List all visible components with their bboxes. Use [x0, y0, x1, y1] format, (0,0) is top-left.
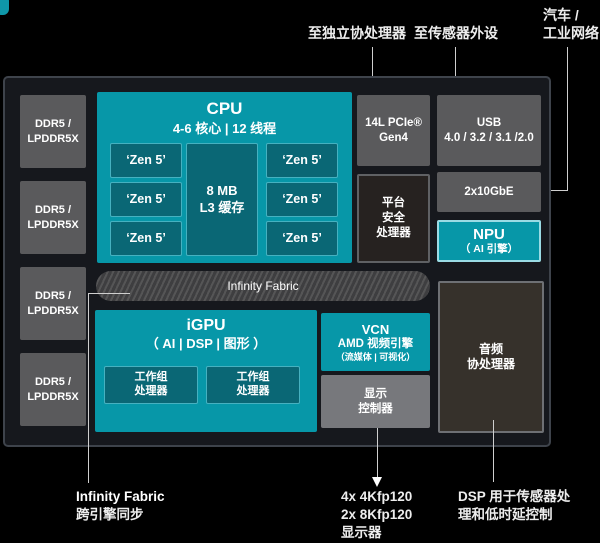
audio-label-line2: 协处理器 [466, 357, 515, 371]
display-arrowhead-icon [372, 477, 382, 487]
annotation-fabric-line1: Infinity Fabric [76, 489, 165, 504]
annotation-auto-industrial-network: 汽车 / 工业网络 [543, 6, 599, 42]
platform-security-processor-block: 平台 安全 处理器 [357, 174, 430, 263]
igpu-subtitle: （ AI | DSP | 图形 ） [145, 336, 267, 351]
memory-block-3: DDR5 / LPDDR5X [20, 267, 86, 340]
audio-coprocessor-block: 音频 协处理器 [438, 281, 544, 433]
workgroup-processor-1: 工作组 处理器 [104, 366, 198, 404]
memory-label-line2: LPDDR5X [27, 218, 79, 231]
zen5-core-label: ‘Zen 5’ [282, 191, 322, 206]
infinity-fabric-bar: Infinity Fabric [96, 271, 430, 301]
zen5-core-label: ‘Zen 5’ [126, 230, 166, 245]
display-arrow-line [377, 428, 378, 478]
zen5-core-label: ‘Zen 5’ [282, 230, 322, 245]
connector-sensor-line [455, 47, 456, 103]
cpu-title: CPU [206, 99, 243, 118]
memory-label-line1: DDR5 / [34, 290, 72, 303]
zen5-core-label: ‘Zen 5’ [282, 152, 322, 167]
annotation-infinity-fabric: Infinity Fabric 跨引擎同步 [76, 488, 165, 524]
annotation-fabric-line2: 跨引擎同步 [76, 507, 144, 522]
memory-label-line2: LPDDR5X [27, 132, 79, 145]
display-controller-block: 显示 控制器 [321, 375, 430, 428]
memory-label-line2: LPDDR5X [27, 390, 79, 403]
psp-label-line1: 平台 [382, 197, 405, 210]
annotation-display-line3: 显示器 [341, 525, 382, 540]
l3-cache-block: 8 MB L3 缓存 [186, 143, 258, 256]
psp-label-line2: 安全 [382, 212, 405, 225]
psp-label-line3: 处理器 [376, 226, 411, 239]
zen5-core-1: ‘Zen 5’ [110, 143, 182, 178]
vcn-subtitle: AMD 视频引擎 [337, 337, 414, 350]
annotation-network-line1: 汽车 / [543, 7, 579, 23]
memory-label-line1: DDR5 / [34, 204, 72, 217]
memory-block-1: DDR5 / LPDDR5X [20, 95, 86, 168]
connector-network-line-vertical [567, 47, 568, 190]
wgp-label-line2: 处理器 [134, 385, 168, 397]
usb-label-line2: 4.0 / 3.2 / 3.1 /2.0 [444, 131, 534, 144]
dsp-annotation-line [493, 420, 494, 482]
wgp-label-line1: 工作组 [236, 371, 270, 384]
display-label-line2: 控制器 [358, 402, 393, 415]
memory-label-line1: DDR5 / [34, 376, 72, 389]
annotation-dsp: DSP 用于传感器处 理和低时延控制 [458, 488, 570, 524]
zen5-core-label: ‘Zen 5’ [126, 152, 166, 167]
memory-label-line1: DDR5 / [34, 118, 72, 131]
pcie-label-line1: 14L PCIe® [365, 116, 422, 129]
zen5-core-5: ‘Zen 5’ [266, 182, 338, 217]
usb-block: USB 4.0 / 3.2 / 3.1 /2.0 [437, 95, 541, 166]
annotation-dsp-line1: DSP 用于传感器处 [458, 489, 571, 504]
npu-subtitle: （ AI 引擎） [459, 243, 519, 255]
usb-label-line1: USB [476, 116, 502, 129]
annotation-display-outputs: 4x 4Kfp120 2x 8Kfp120 显示器 [341, 488, 412, 542]
gbe-label: 2x10GbE [464, 185, 514, 198]
annotation-display-line2: 2x 8Kfp120 [341, 507, 413, 522]
npu-title: NPU [473, 226, 505, 243]
connector-network-line-horizontal [541, 190, 568, 191]
logo-fragment [0, 0, 9, 15]
audio-label-line1: 音频 [478, 341, 503, 356]
zen5-core-4: ‘Zen 5’ [266, 143, 338, 178]
vcn-title: VCN [361, 321, 390, 337]
fabric-annotation-line-vertical [88, 293, 89, 483]
memory-block-2: DDR5 / LPDDR5X [20, 181, 86, 254]
memory-label-line2: LPDDR5X [27, 304, 79, 317]
display-label-line1: 显示 [364, 387, 387, 400]
zen5-core-3: ‘Zen 5’ [110, 221, 182, 256]
vcn-block: VCN AMD 视频引擎 （流媒体 | 可视化） [321, 313, 430, 371]
connector-coprocessor-line [372, 47, 373, 103]
pcie-label-line2: Gen4 [379, 131, 408, 144]
vcn-caption: （流媒体 | 可视化） [335, 351, 416, 362]
infinity-fabric-label: Infinity Fabric [227, 279, 299, 293]
igpu-title: iGPU [186, 317, 226, 334]
annotation-dsp-line2: 理和低时延控制 [458, 507, 553, 522]
cpu-subtitle: 4-6 核心 | 12 线程 [172, 121, 277, 136]
annotation-to-coprocessor: 至独立协处理器 [308, 25, 406, 41]
fabric-annotation-line-horizontal [88, 293, 130, 294]
zen5-core-6: ‘Zen 5’ [266, 221, 338, 256]
annotation-display-line1: 4x 4Kfp120 [341, 489, 413, 504]
pcie-block: 14L PCIe® Gen4 [357, 95, 430, 166]
annotation-network-line2: 工业网络 [543, 25, 599, 41]
zen5-core-label: ‘Zen 5’ [126, 191, 166, 206]
l3-cache-line1: 8 MB [206, 183, 238, 199]
annotation-to-sensor-peripherals: 至传感器外设 [414, 25, 498, 41]
workgroup-processor-2: 工作组 处理器 [206, 366, 300, 404]
l3-cache-line2: L3 缓存 [199, 199, 245, 215]
memory-block-4: DDR5 / LPDDR5X [20, 353, 86, 426]
zen5-core-2: ‘Zen 5’ [110, 182, 182, 217]
npu-block: NPU （ AI 引擎） [437, 220, 541, 262]
wgp-label-line2: 处理器 [236, 385, 270, 397]
wgp-label-line1: 工作组 [134, 371, 168, 384]
gbe-block: 2x10GbE [437, 172, 541, 212]
